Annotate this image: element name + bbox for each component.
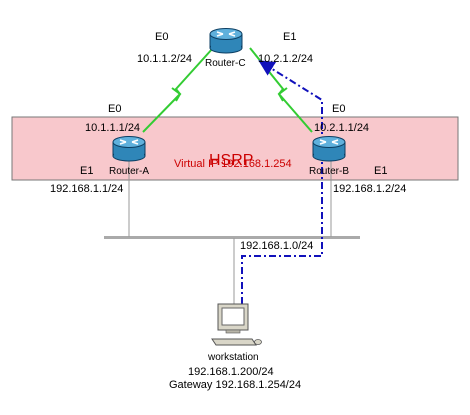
router-a-e0-ip: 10.1.1.1/24 <box>85 122 140 134</box>
wan-link-c-to-a <box>142 47 214 133</box>
router-a-e1-label: E1 <box>80 165 93 177</box>
router-b-name: Router-B <box>309 166 349 177</box>
traffic-path <box>241 60 323 304</box>
workstation-gateway: Gateway 192.168.1.254/24 <box>169 379 301 391</box>
router-c-e1-ip: 10.2.1.2/24 <box>258 53 313 65</box>
router-c-e1-label: E1 <box>283 31 296 43</box>
router-b-e0-label: E0 <box>332 103 345 115</box>
workstation-name: workstation <box>207 352 259 363</box>
router-a-e0-label: E0 <box>108 103 121 115</box>
router-c-e0-label: E0 <box>155 31 168 43</box>
router-a-icon[interactable] <box>112 135 146 162</box>
router-b-icon[interactable] <box>312 135 346 162</box>
router-c-name: Router-C <box>205 58 246 69</box>
hsrp-virtual-ip: Virtual IP 192.168.1.254 <box>174 158 292 170</box>
workstation-icon[interactable] <box>211 303 262 346</box>
router-b-e1-ip: 192.168.1.2/24 <box>333 183 406 195</box>
lan-segment <box>104 236 360 239</box>
hsrp-title: HSRP <box>209 152 253 169</box>
hsrp-group-box <box>11 116 459 181</box>
router-c-e0-ip: 10.1.1.2/24 <box>137 53 192 65</box>
router-b-e1-label: E1 <box>374 165 387 177</box>
lan-network-label: 192.168.1.0/24 <box>240 240 313 252</box>
router-b-e0-ip: 10.2.1.1/24 <box>314 122 369 134</box>
router-a-e1-ip: 192.168.1.1/24 <box>50 183 123 195</box>
router-c-icon[interactable] <box>209 27 243 54</box>
router-a-name: Router-A <box>109 166 149 177</box>
workstation-ip: 192.168.1.200/24 <box>188 366 274 378</box>
